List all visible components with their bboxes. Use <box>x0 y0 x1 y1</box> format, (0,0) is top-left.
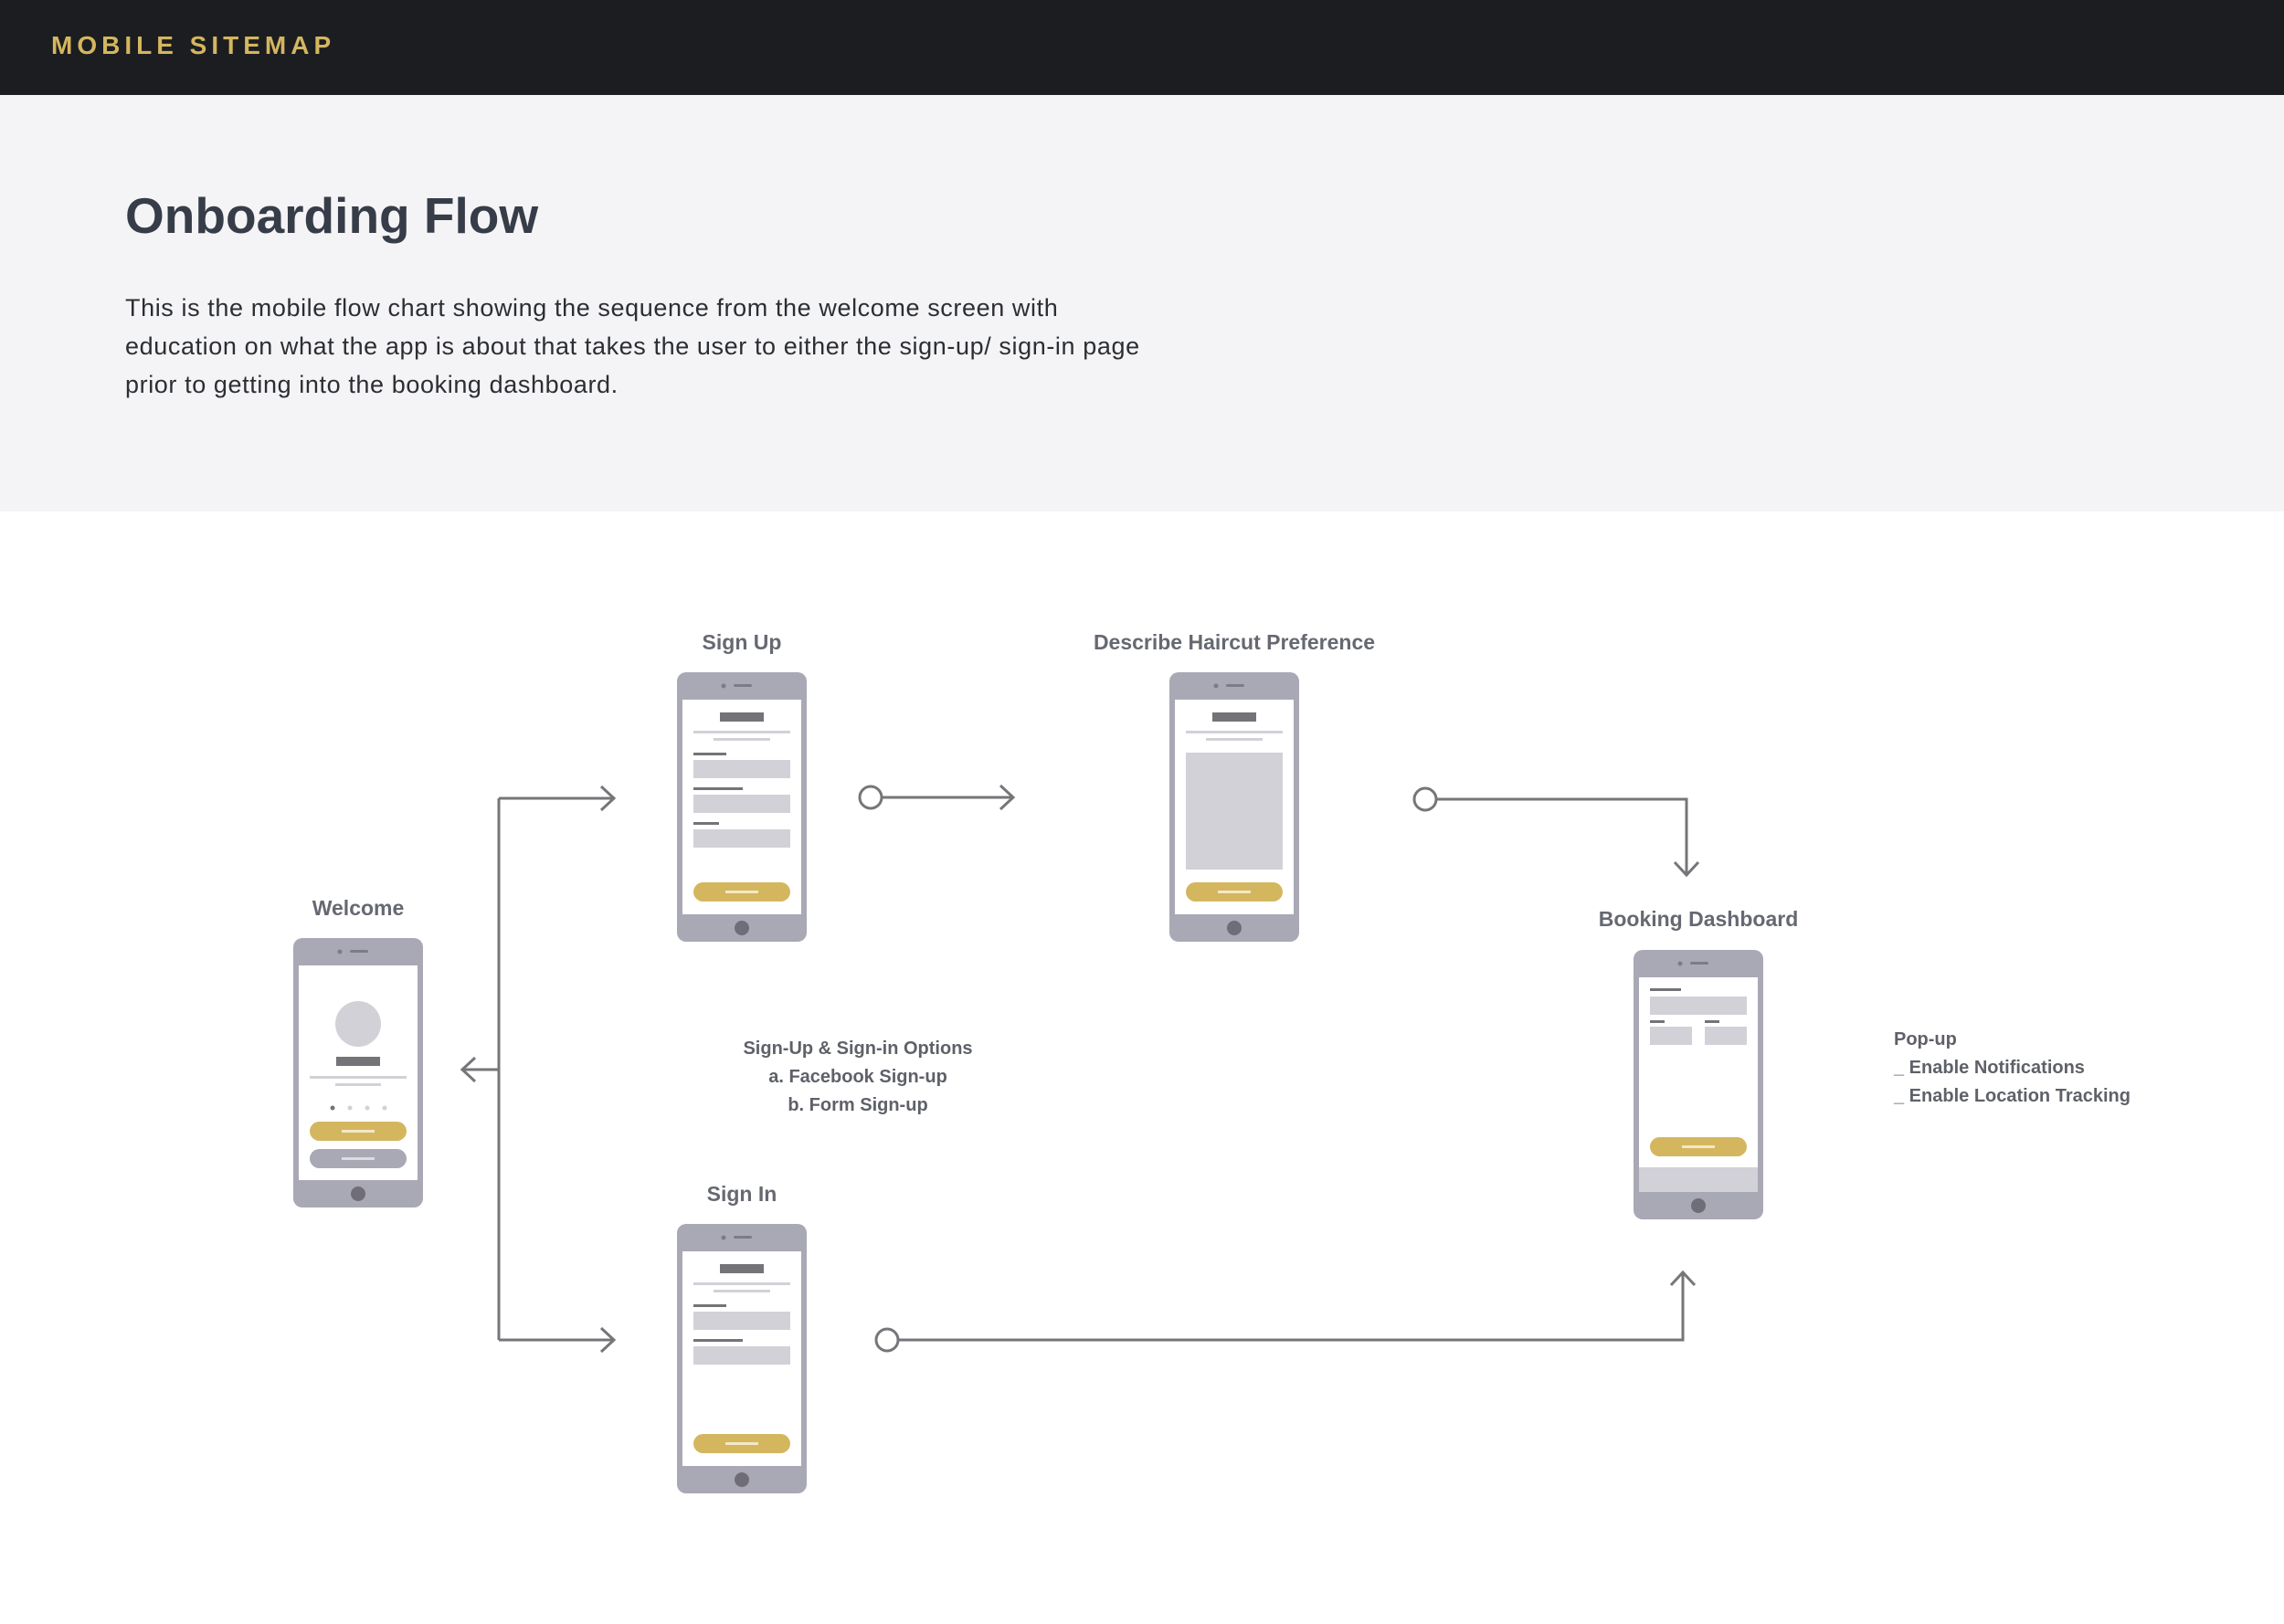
screen-sign-up: Sign Up <box>677 630 807 942</box>
popup-note: Pop-up _ Enable Notifications _ Enable L… <box>1893 1029 2131 1106</box>
screen-describe-haircut: Describe Haircut Preference <box>1094 630 1375 942</box>
page-description: This is the mobile flow chart showing th… <box>125 294 1140 398</box>
page-title: Onboarding Flow <box>125 187 539 244</box>
flow-diagram-canvas: Welcome Sign Up <box>293 630 2131 1493</box>
screen-label-booking: Booking Dashboard <box>1599 907 1799 931</box>
popup-note-line-1: _ Enable Notifications <box>1893 1058 2085 1078</box>
connector-signin-to-booking <box>898 1273 1685 1342</box>
arrow-to-booking-head <box>1669 1270 1697 1287</box>
phone-mockup <box>293 938 423 1207</box>
screen-sign-in: Sign In <box>677 1182 807 1493</box>
sitemap-title: MOBILE SITEMAP <box>51 31 336 59</box>
phone-mockup <box>1169 672 1299 942</box>
arrow-to-describe-head <box>999 784 1016 811</box>
options-note-line-2: b. Form Sign-up <box>788 1095 927 1115</box>
popup-note-line-2: _ Enable Location Tracking <box>1893 1086 2131 1106</box>
popup-note-title: Pop-up <box>1894 1029 1957 1049</box>
options-note-title: Sign-Up & Sign-in Options <box>743 1039 972 1059</box>
screen-label-sign-in: Sign In <box>707 1182 777 1206</box>
arrow-to-sign-up-head <box>599 785 617 812</box>
screen-welcome: Welcome <box>293 896 423 1207</box>
screen-booking-dashboard: Booking Dashboard <box>1599 907 1799 1219</box>
connector-start-dot <box>874 1327 900 1353</box>
phone-mockup <box>1634 950 1763 1219</box>
phone-mockup <box>677 1224 807 1493</box>
sign-options-note: Sign-Up & Sign-in Options a. Facebook Si… <box>743 1039 972 1115</box>
screen-label-welcome: Welcome <box>312 896 405 920</box>
top-bar: MOBILE SITEMAP <box>0 0 2284 95</box>
screen-label-sign-up: Sign Up <box>703 630 782 654</box>
screen-label-describe: Describe Haircut Preference <box>1094 630 1375 654</box>
connector-start-dot <box>858 785 883 810</box>
options-note-line-1: a. Facebook Sign-up <box>768 1067 947 1087</box>
connector-describe-to-booking <box>1436 797 1688 874</box>
arrow-to-welcome-head <box>460 1056 477 1083</box>
connectors <box>460 784 1700 1354</box>
phone-mockup <box>677 672 807 942</box>
flow-diagram: Welcome Sign Up <box>0 511 2284 1624</box>
hero-section: Onboarding Flow This is the mobile flow … <box>0 95 2284 511</box>
connector-start-dot <box>1412 786 1438 812</box>
arrow-to-sign-in-head <box>599 1326 617 1354</box>
arrow-to-booking-head <box>1673 860 1700 878</box>
